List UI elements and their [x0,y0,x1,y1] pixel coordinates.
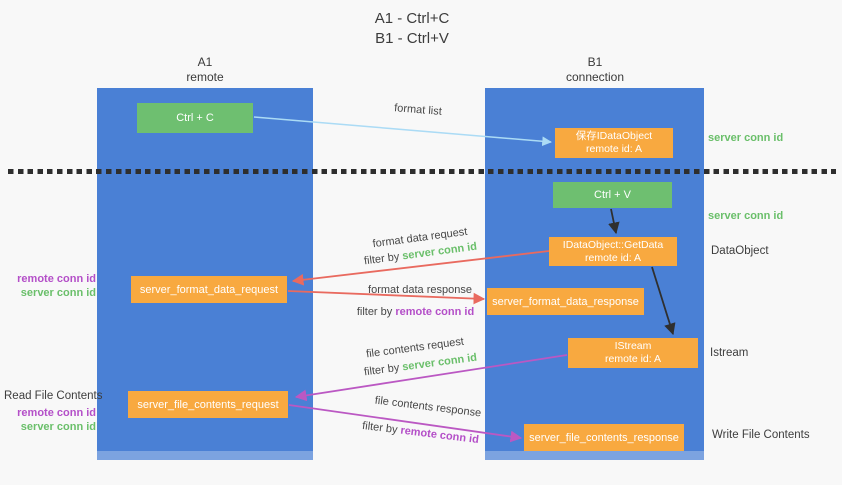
node-server-format-data-request: server_format_data_request [131,276,287,303]
node-save-idataobject: 保存IDataObject remote id: A [555,128,673,158]
lane-header-b1: B1 connection [535,55,655,85]
lane-a1-name: A1 [197,55,213,69]
edge-label-format-data-response-text: format data response [368,284,472,296]
edge-label-format-list: format list [348,99,489,122]
server-conn-id-label-mid: server conn id [708,210,783,222]
remote-conn-id-label: remote conn id [17,407,96,419]
left-conn-id-labels-format: remote conn id server conn id [6,273,96,300]
diagram-title: A1 - Ctrl+C B1 - Ctrl+V [312,9,512,49]
node-ctrl-c: Ctrl + C [137,103,253,133]
node-server-format-data-response-label: server_format_data_response [492,295,639,308]
filter-by-text: filter by [361,419,402,437]
dataobject-text: DataObject [711,245,769,257]
node-idataobject-getdata: IDataObject::GetData remote id: A [549,237,677,266]
node-server-file-contents-request: server_file_contents_request [128,391,288,418]
filter-by-text: filter by [363,361,404,379]
node-istream-line1: IStream [614,340,652,352]
lane-b1-name: B1 [587,55,603,69]
server-conn-id-label: server conn id [20,286,96,299]
left-conn-id-labels-file: remote conn id server conn id [6,407,96,434]
edge-label-filter-by-remote-conn-id-2: filter by remote conn id [333,416,508,449]
node-istream: IStream remote id: A [568,338,698,368]
remote-conn-id-label: remote conn id [17,273,96,285]
edge-label-file-contents-response-text: file contents response [374,394,482,420]
node-ctrl-v-label: Ctrl + V [594,189,631,201]
dataobject-label: DataObject [711,245,769,257]
write-file-contents-text: Write File Contents [712,429,810,441]
write-file-contents-label: Write File Contents [712,429,810,441]
read-file-contents-label: Read File Contents [4,390,102,404]
server-conn-id-text: server conn id [401,351,478,374]
node-save-idataobject-line1: 保存IDataObject [575,130,653,142]
node-ctrl-v: Ctrl + V [553,182,672,208]
server-conn-id-text: server conn id [708,132,784,144]
lane-a1-subtitle: remote [186,70,224,84]
node-ctrl-c-label: Ctrl + C [176,112,214,124]
server-conn-id-label: server conn id [20,420,96,433]
edge-label-format-data-response: format data response [340,284,500,296]
filter-by-text: filter by [356,306,396,318]
edge-label-format-list-text: format list [393,102,443,118]
node-server-file-contents-request-label: server_file_contents_request [137,398,279,411]
node-server-format-data-request-label: server_format_data_request [139,283,279,296]
lane-header-a1: A1 remote [145,55,265,85]
node-istream-line2: remote id: A [604,353,662,365]
filter-by-text: filter by [363,250,404,268]
node-idataobject-getdata-line2: remote id: A [584,251,642,264]
node-server-file-contents-response: server_file_contents_response [524,424,684,451]
read-file-contents-text: Read File Contents [4,390,103,402]
node-idataobject-getdata-line1: IDataObject::GetData [562,238,664,251]
lane-b1-subtitle: connection [565,70,625,84]
remote-conn-id-text: remote conn id [399,424,480,447]
title-line-1: A1 - Ctrl+C [374,10,450,27]
server-conn-id-text: server conn id [708,210,784,222]
istream-label: Istream [710,347,748,359]
node-server-file-contents-response-label: server_file_contents_response [529,431,679,444]
session-divider-line [8,169,836,174]
remote-conn-id-text: remote conn id [395,306,475,318]
title-line-2: B1 - Ctrl+V [375,30,449,47]
server-conn-id-label-top: server conn id [708,132,783,144]
node-save-idataobject-line2: remote id: A [585,143,643,155]
edge-label-filter-by-remote-conn-id-1: filter by remote conn id [328,306,503,318]
istream-text: Istream [710,347,749,359]
node-server-format-data-response: server_format_data_response [487,288,644,315]
